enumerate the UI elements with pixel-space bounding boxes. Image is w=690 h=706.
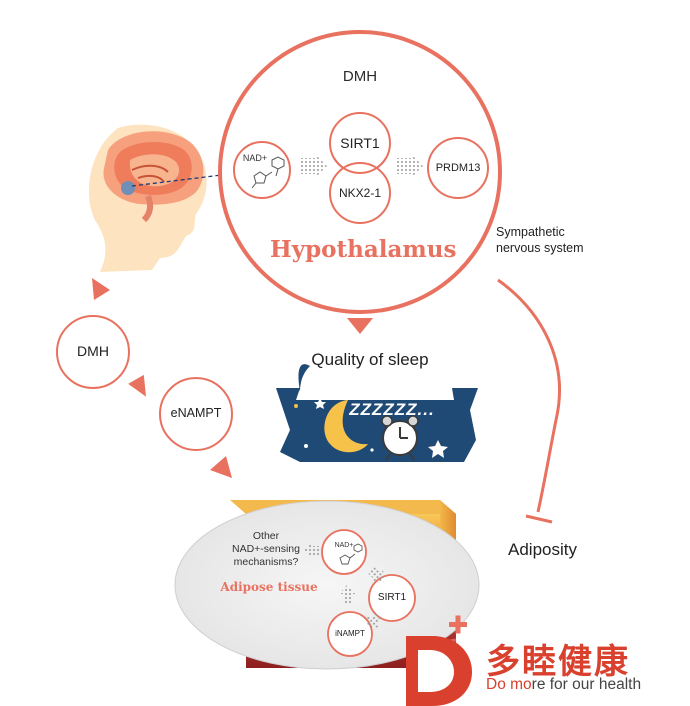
arrow-adipose-left bbox=[303, 542, 321, 558]
arrow-adipose-up bbox=[339, 585, 356, 603]
adipose-nad-circle bbox=[321, 529, 367, 575]
nkx2-1-circle bbox=[329, 162, 391, 224]
nad-circle bbox=[233, 141, 291, 199]
sympathetic-label: Sympathetic nervous system bbox=[496, 225, 584, 255]
logo-slogan-rest: re for our health bbox=[531, 676, 642, 693]
logo-slogan-highlight: Do mo bbox=[486, 676, 532, 693]
adiposity-label: Adiposity bbox=[508, 540, 577, 559]
hypothalamus-title: Hypothalamus bbox=[270, 236, 457, 263]
nad-label: NAD+ bbox=[242, 153, 268, 163]
inhibition-bar bbox=[525, 514, 553, 524]
adipose-inampt-label: iNAMPT bbox=[335, 629, 365, 638]
prdm13-circle bbox=[427, 137, 489, 199]
cycle-triangle-bottom bbox=[210, 456, 232, 478]
arrow-adipose-down-right bbox=[367, 566, 384, 583]
adipose-title: Adipose tissue bbox=[220, 580, 318, 594]
logo-chinese-text: 多睦健康 bbox=[486, 643, 630, 681]
cycle-enampt-circle bbox=[159, 377, 233, 451]
head-illustration bbox=[88, 124, 207, 272]
logo-mark bbox=[406, 615, 472, 706]
cycle-dmh-circle bbox=[56, 315, 130, 389]
adipose-sirt1-circle bbox=[368, 574, 416, 622]
nad-molecule-icon bbox=[251, 156, 285, 189]
adipose-question: Other NAD+-sensing mechanisms? bbox=[232, 530, 300, 568]
adipose-nad-molecule-icon bbox=[339, 543, 363, 565]
adipose-sirt1-label: SIRT1 bbox=[377, 592, 407, 603]
arrow-sirt1-to-prdm13 bbox=[395, 154, 423, 178]
hypothalamus-dmh-label: DMH bbox=[342, 68, 378, 85]
logo-slogan: Do more for our health bbox=[486, 676, 641, 694]
adipose-inampt-circle bbox=[327, 611, 373, 657]
sleep-title: Quality of sleep bbox=[311, 350, 429, 369]
arrow-nad-to-sirt1 bbox=[299, 154, 327, 178]
moon-icon bbox=[324, 400, 368, 453]
alarm-clock-icon bbox=[381, 415, 419, 461]
nkx2-1-label: NKX2-1 bbox=[338, 186, 382, 200]
cycle-dmh-label: DMH bbox=[77, 343, 109, 359]
cycle-triangle-middle bbox=[128, 374, 146, 397]
sleep-zzz: ZZZZZZ... bbox=[349, 400, 435, 419]
sleep-illustration bbox=[276, 364, 478, 462]
cycle-triangle-top bbox=[92, 278, 110, 300]
adipose-nad-label: NAD+ bbox=[334, 542, 354, 549]
prdm13-label: PRDM13 bbox=[435, 162, 481, 174]
sirt1-label: SIRT1 bbox=[340, 135, 380, 151]
cycle-enampt-label: eNAMPT bbox=[170, 406, 222, 420]
connector-dashed-line bbox=[131, 171, 247, 187]
inhibition-curve bbox=[497, 278, 561, 513]
adipose-tissue-ellipse bbox=[174, 500, 480, 670]
down-triangle bbox=[347, 318, 373, 334]
